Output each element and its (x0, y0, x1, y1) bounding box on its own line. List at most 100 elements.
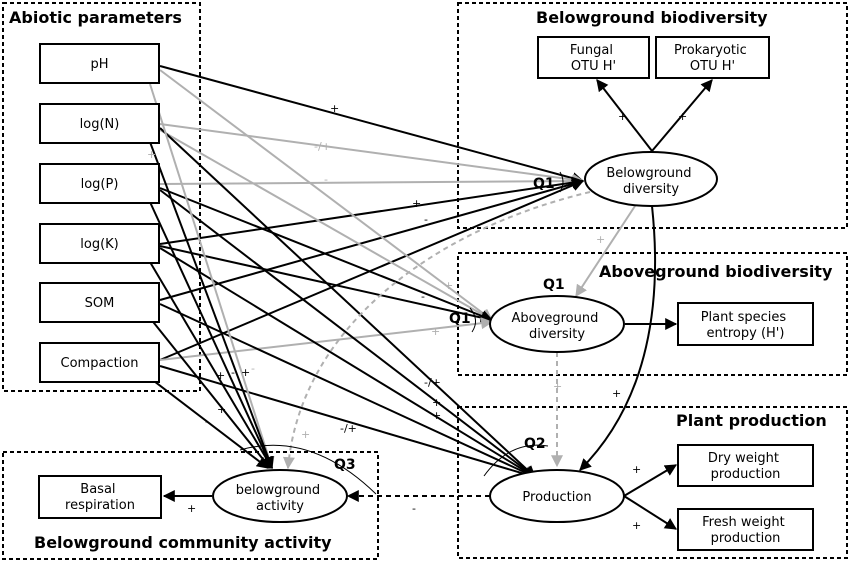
lbl-logK-belowdiv-2: - (424, 213, 428, 226)
lbl-prod-act: - (412, 502, 416, 515)
node-logP-box (39, 163, 160, 204)
lbl-logP-abovediv: + (444, 279, 453, 292)
node-belowact-line2: activity (256, 499, 304, 514)
group-abiotic-title: Abiotic parameters (9, 8, 182, 27)
node-prokaryotic-line1: Prokaryotic (674, 43, 747, 58)
edge-ph-belowdiv (159, 65, 585, 184)
node-basal-label: Basal respiration (65, 482, 135, 513)
group-plant-production-title: Plant production (676, 411, 827, 430)
lbl-prod-dry: + (632, 463, 641, 476)
group-aboveground-biodiversity-box (457, 252, 848, 376)
node-fresh-line1: Fresh weight (702, 515, 785, 530)
edge-logN-belowdiv (159, 123, 585, 186)
node-entropy-label: Plant species entropy (H') (701, 310, 791, 341)
edge-ph-act (149, 83, 275, 470)
node-compaction-label: Compaction (61, 356, 139, 371)
edge-som-belowdiv (159, 178, 585, 301)
edge-logP-prod (159, 189, 536, 478)
node-fresh-line2: production (711, 531, 781, 546)
node-logN-box (39, 103, 160, 144)
edge-prod-fresh (623, 495, 678, 530)
edge-compaction-belowdiv (159, 179, 585, 361)
edge-logP-act (149, 201, 273, 470)
group-abiotic-box (2, 2, 201, 392)
lbl-logN-prod: -/+ (424, 376, 441, 389)
arc-q1-abovediv (469, 307, 476, 333)
edge-compaction-abovediv (159, 317, 494, 361)
node-production-ellipse (489, 469, 625, 523)
edge-belowdiv-prod (579, 205, 657, 471)
lbl-logP-belowdiv: - (324, 173, 328, 186)
node-som-box (39, 282, 160, 323)
lbl-abiotic-act-5: + (217, 403, 226, 416)
group-belowground-activity-box (2, 451, 379, 560)
node-logK-label: log(K) (80, 237, 119, 252)
edge-logP-belowdiv (159, 175, 585, 188)
node-prokaryotic-label: Prokaryotic OTU H' (674, 43, 751, 74)
edge-logP-abovediv (159, 187, 494, 322)
lbl-stray-plus: + (147, 148, 156, 161)
node-belowact-line1: belowground (236, 483, 320, 498)
lbl-belowdiv-prok: + (678, 110, 687, 123)
edge-belowdiv-prok (651, 79, 713, 152)
edge-logN-act (149, 141, 274, 470)
node-belowdiv-line1: Belowground (606, 166, 691, 181)
node-dry-label: Dry weight production (708, 451, 783, 482)
node-abovediv-ellipse (489, 295, 625, 353)
edge-ph-abovediv (159, 69, 493, 321)
lbl-logK-belowdiv: + (412, 197, 421, 210)
node-belowdiv-line2: diversity (623, 182, 679, 197)
lbl-abiotic-act-4: - (251, 362, 255, 375)
node-abovediv-line1: Aboveground (512, 311, 599, 326)
node-ph-box (39, 43, 160, 84)
node-belowact-ellipse (212, 469, 348, 523)
lbl-compaction-abovediv: + (431, 325, 440, 338)
lbl-ph-belowdiv: + (330, 102, 339, 115)
lbl-prod-fresh: + (632, 519, 641, 532)
node-belowdiv-ellipse (584, 151, 718, 207)
q1-aboveground-top-label: Q1 (543, 277, 565, 293)
group-belowground-activity-title: Belowground community activity (34, 533, 332, 552)
node-dry-line1: Dry weight (708, 451, 779, 466)
node-prokaryotic-line2: OTU H' (690, 59, 735, 74)
lbl-som-prod: + (432, 409, 441, 422)
edge-logN-prod (159, 127, 536, 478)
node-logP-label: log(P) (81, 177, 119, 192)
edge-som-act (149, 317, 271, 469)
lbl-abovediv-prod: + (553, 380, 562, 393)
group-aboveground-biodiversity-title: Aboveground biodiversity (599, 262, 833, 281)
lbl-belowdiv-act: + (301, 428, 310, 441)
lbl-belowdiv-prod: + (612, 387, 621, 400)
lbl-belowdiv-fungal: + (618, 110, 627, 123)
edge-logK-belowdiv (159, 176, 585, 245)
node-basal-line2: respiration (65, 498, 135, 513)
group-plant-production-box (457, 406, 848, 559)
arc-q2 (483, 444, 549, 477)
node-production-label: Production (522, 490, 591, 505)
lbl-logK-prod: + (432, 396, 441, 409)
edge-som-prod (159, 303, 537, 478)
node-logK-box (39, 223, 160, 264)
edge-logK-act (149, 261, 273, 470)
lbl-abiotic-act-3: + (241, 366, 250, 379)
lbl-act-basal: + (187, 502, 196, 515)
edge-compaction-act (149, 377, 269, 469)
node-belowact-label: belowground activity (236, 483, 325, 514)
node-basal-line1: Basal (80, 482, 115, 497)
q1-belowground-label: Q1 (533, 176, 555, 192)
node-fungal-label: Fungal OTU H' (570, 43, 617, 74)
edge-prod-dry (623, 464, 678, 497)
edge-belowdiv-act (282, 191, 591, 470)
node-abovediv-label: Aboveground diversity (512, 311, 603, 342)
node-som-label: SOM (85, 296, 115, 311)
lbl-belowdiv-abovediv: + (596, 233, 605, 246)
group-belowground-biodiversity-title: Belowground biodiversity (536, 8, 768, 27)
node-fresh-box (677, 508, 814, 551)
node-ph-label: pH (90, 57, 108, 72)
lbl-logK-abovediv: - (421, 290, 425, 303)
lbl-abiotic-act-2: - (231, 366, 235, 379)
node-abovediv-line2: diversity (529, 327, 585, 342)
node-entropy-line1: Plant species (701, 310, 787, 325)
node-fungal-line1: Fungal (570, 43, 613, 58)
